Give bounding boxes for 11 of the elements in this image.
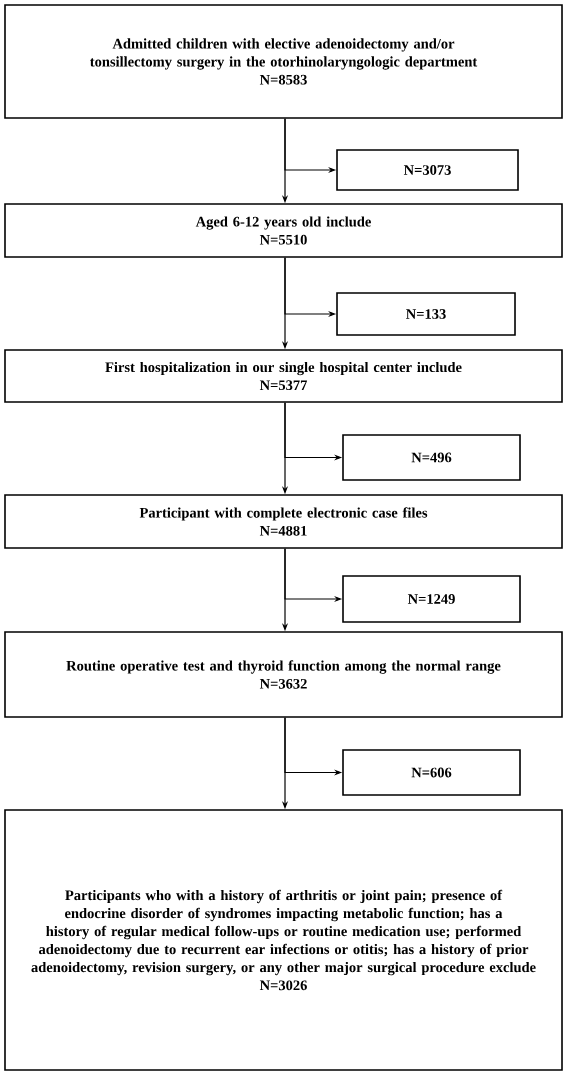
flow-box: Participant with complete electronic case files N=4881 <box>4 494 563 549</box>
flow-box: Routine operative test and thyroid function among the normal range N=3632 <box>4 631 563 718</box>
exclusion-box: N=496 <box>342 434 521 481</box>
exclusion-box: N=3073 <box>336 149 519 191</box>
exclusion-box: N=606 <box>342 749 521 796</box>
flow-box: Aged 6-12 years old include N=5510 <box>4 203 563 258</box>
exclusion-box: N=133 <box>336 292 516 336</box>
exclusion-box: N=1249 <box>342 575 521 623</box>
flow-box: Admitted children with elective adenoidectomy and/or tonsillectomy surgery in the otorhinolaryngologic department N=8583 <box>4 4 563 119</box>
flow-box: Participants who with a history of arthritis or joint pain; presence of endocrine disorder of syndromes impacting metabolic function; has a history of regular medical follow-ups or routine medication use; performed adenoidectomy due to recurrent ear infections or otitis; has a history of prior adenoidectomy, revision surgery, or any other major surgical procedure exclude N=3026 <box>4 809 563 1071</box>
flow-box: First hospitalization in our single hospital center include N=5377 <box>4 349 563 403</box>
